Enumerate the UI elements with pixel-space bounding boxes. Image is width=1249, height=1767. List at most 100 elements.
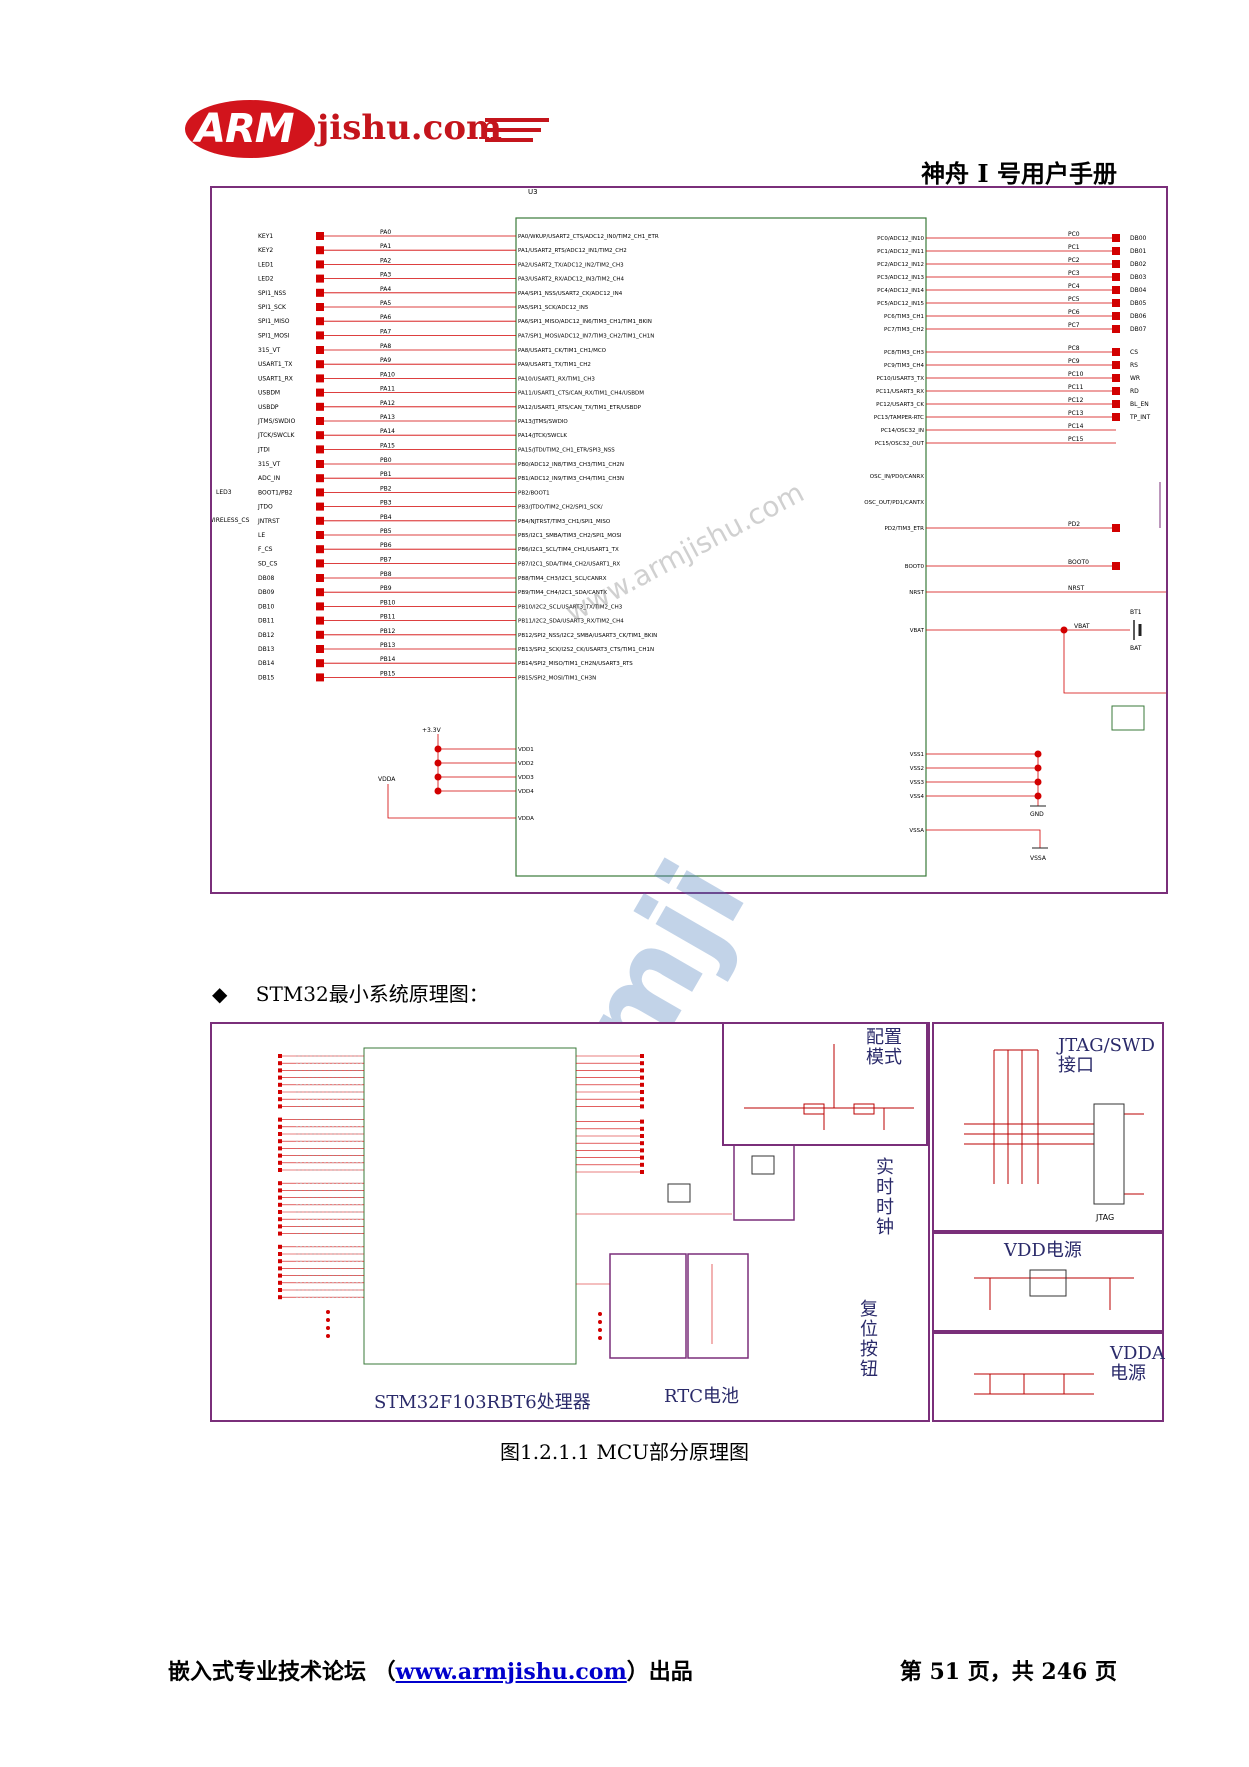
- pin-label: PB11/I2C2_SDA/USART3_RX/TIM2_CH4: [518, 619, 624, 625]
- mini-net-marker: [640, 1155, 644, 1160]
- mini-net-marker: [278, 1075, 282, 1080]
- mini-net-marker: [278, 1266, 282, 1271]
- net-label: DB01: [1130, 248, 1147, 255]
- pin-label: PB15/SPI2_MOSI/TIM1_CH3N: [518, 675, 596, 681]
- crystal-package: [667, 1183, 691, 1203]
- mini-junction: [326, 1310, 330, 1314]
- mini-junction: [598, 1336, 602, 1340]
- diode-package: [1111, 705, 1145, 731]
- net-label: RD: [1130, 388, 1139, 395]
- net-label: USART1_RX: [258, 375, 293, 382]
- net-marker: [316, 602, 324, 611]
- mini-net-marker: [278, 1146, 282, 1151]
- pin-label: PB12/SPI2_NSS/I2C2_SMBA/USART3_CK/TIM1_B…: [518, 633, 657, 639]
- pin-label: PC13/TAMPER-RTC: [874, 415, 924, 421]
- net-label: BL_EN: [1130, 401, 1149, 408]
- pin-label: PA5/SPI1_SCK/ADC12_IN5: [518, 305, 589, 311]
- pin-label: PC6/TIM3_CH1: [884, 314, 924, 320]
- footer-suffix: ）出品: [626, 1659, 693, 1685]
- logo-streak: [485, 118, 549, 122]
- net-marker: [1112, 361, 1120, 369]
- pin-label: PA13/JTMS/SWDIO: [518, 419, 568, 425]
- port-label: PA1: [380, 243, 391, 250]
- mini-net-marker: [640, 1075, 644, 1080]
- net-label: WR: [1130, 375, 1140, 382]
- net-marker: [316, 288, 324, 297]
- net-label: PD2: [1068, 521, 1080, 528]
- net-label: LE: [258, 532, 265, 539]
- port-label: PA15: [380, 442, 395, 449]
- net-label: JTDO: [257, 504, 273, 511]
- mini-net-marker: [640, 1141, 644, 1146]
- mini-net-marker: [640, 1162, 644, 1167]
- mini-net-marker: [278, 1117, 282, 1122]
- net-label: SPI1_MISO: [258, 318, 290, 325]
- net-marker: [316, 346, 324, 354]
- net-marker: [1112, 312, 1120, 320]
- net-label: VBAT: [1074, 623, 1090, 630]
- power-pin-label: VDD2: [518, 761, 534, 767]
- mini-net-marker: [640, 1082, 644, 1087]
- mini-net-marker: [278, 1252, 282, 1256]
- rtc-battery-title: RTC电池: [664, 1386, 740, 1407]
- port-label: PB12: [380, 628, 396, 635]
- mcu-chip-body: [515, 217, 927, 877]
- outer-net-label: LED3: [216, 489, 232, 496]
- net-label: 315_VT: [258, 347, 281, 354]
- net-marker: [1112, 286, 1120, 294]
- port-label: PB14: [380, 656, 396, 663]
- net-marker: [316, 502, 324, 511]
- port-label: PC3: [1068, 270, 1080, 277]
- mini-net-marker: [278, 1168, 282, 1172]
- net-marker: [1112, 413, 1120, 421]
- power-pin-label: VDD3: [518, 775, 534, 781]
- net-marker: [316, 431, 324, 440]
- port-label: PB6: [380, 542, 392, 549]
- jtag-schematic: JTAG: [964, 1049, 1144, 1222]
- net-label: CS: [1130, 349, 1138, 356]
- net-label: DB07: [1130, 326, 1147, 333]
- mini-net-marker: [640, 1068, 644, 1073]
- port-label: PB11: [380, 614, 396, 621]
- net-marker: [316, 659, 324, 668]
- pin-label: PB3/JTDO/TIM2_CH2/SPI1_SCK/: [518, 505, 603, 511]
- port-label: PA5: [380, 300, 391, 307]
- net-marker: [1112, 348, 1120, 356]
- mini-net-marker: [278, 1259, 282, 1264]
- net-marker: [316, 673, 324, 682]
- mini-net-marker: [278, 1054, 282, 1058]
- footer-link[interactable]: www.armjishu.com: [395, 1659, 627, 1685]
- mcu-schematic: U3KEY1PA0PA0/WKUP/USART2_CTS/ADC12_IN0/T…: [208, 188, 1166, 877]
- config-mode-schematic: [744, 1044, 914, 1130]
- net-label: DB00: [1130, 235, 1147, 242]
- mini-net-marker: [278, 1139, 282, 1144]
- mini-net-marker: [640, 1104, 644, 1109]
- net-label: F_CS: [258, 546, 273, 553]
- mini-net-marker: [640, 1119, 644, 1124]
- net-marker: [316, 445, 324, 454]
- port-label: PA7: [380, 328, 391, 335]
- mini-net-marker: [278, 1181, 282, 1186]
- net-marker: [1112, 374, 1120, 382]
- net-marker: [1112, 234, 1120, 242]
- net-marker: [316, 360, 324, 369]
- mini-net-marker: [278, 1068, 282, 1073]
- vbat-wire: [1063, 630, 1166, 694]
- pin-label: PC11/USART3_RX: [876, 389, 924, 395]
- port-label: PA2: [380, 257, 391, 264]
- net-label: DB15: [258, 674, 275, 681]
- pin-label: PA4/SPI1_NSS/USART2_CK/ADC12_IN4: [518, 291, 623, 297]
- junction-dot: [434, 773, 442, 781]
- outer-net-label: WIRELESS_CS: [212, 517, 250, 524]
- battery-label: BAT: [1130, 645, 1142, 652]
- pin-label: PA15/JTDI/TIM2_CH1_ETR/SPI3_NSS: [518, 447, 615, 453]
- mini-net-marker: [278, 1090, 282, 1094]
- net-marker: [316, 331, 324, 340]
- ground-label: GND: [1030, 811, 1044, 818]
- port-label: PC2: [1068, 257, 1080, 264]
- net-label: JNTRST: [257, 518, 280, 525]
- net-label: DB11: [258, 618, 275, 625]
- power-pin-label: VDD4: [518, 789, 534, 795]
- mini-junction: [598, 1328, 602, 1332]
- stm32-min-system-schematic: [278, 1047, 795, 1365]
